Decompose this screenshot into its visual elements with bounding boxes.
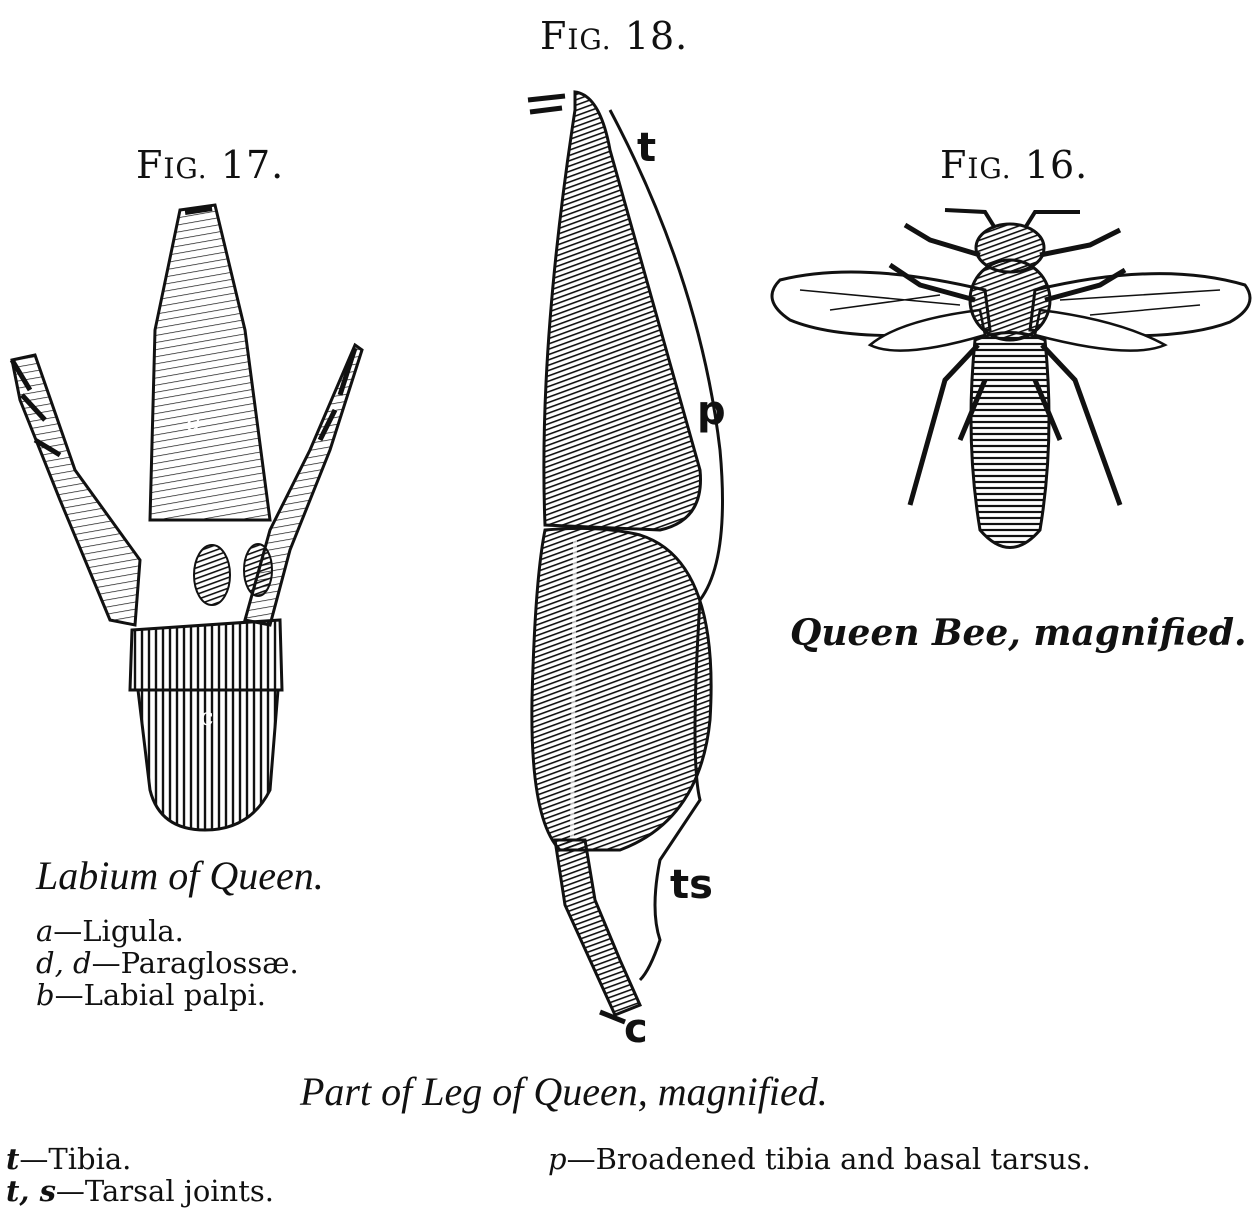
legend-text: —Ligula. <box>53 914 184 948</box>
fig17-legend-item: d, d—Paraglossæ. <box>36 947 299 979</box>
queen-bee-illustration <box>772 210 1250 548</box>
legend-key: a <box>36 914 53 948</box>
fig17-legend-item: a—Ligula. <box>36 915 299 947</box>
labium-illustration: a c <box>12 205 362 830</box>
fig17-caption: Labium of Queen. <box>36 852 324 899</box>
legend-key: d, d <box>36 946 92 980</box>
legend-key: t <box>6 1142 19 1176</box>
fig18-legend-item: t, s—Tarsal joints. <box>6 1175 274 1207</box>
fig18-legend-item: p—Broadened tibia and basal tarsus. <box>548 1143 1091 1175</box>
leg-label-p: p <box>697 388 726 434</box>
labium-label-c: c <box>200 703 213 731</box>
legend-text: —Labial palpi. <box>55 978 266 1012</box>
fig17-legend: a—Ligula. d, d—Paraglossæ. b—Labial palp… <box>36 915 299 1011</box>
fig17-legend-item: b—Labial palpi. <box>36 979 299 1011</box>
legend-text: —Paraglossæ. <box>92 946 299 980</box>
fig18-legend-left: t—Tibia. t, s—Tarsal joints. <box>6 1143 274 1207</box>
legend-text: —Tarsal joints. <box>56 1174 274 1208</box>
legend-text: —Tibia. <box>19 1142 131 1176</box>
fig18-legend-right: p—Broadened tibia and basal tarsus. <box>548 1143 1091 1175</box>
legend-text: —Broadened tibia and basal tarsus. <box>567 1142 1091 1176</box>
fig16-caption: Queen Bee, magnified. <box>790 612 1247 654</box>
legend-key: t, s <box>6 1174 56 1208</box>
leg-label-t: t <box>637 125 656 171</box>
leg-label-c: c <box>624 1006 648 1052</box>
leg-label-ts: ts <box>670 862 713 908</box>
labium-label-a: a <box>186 407 202 437</box>
legend-key: b <box>36 978 55 1012</box>
legend-key: p <box>548 1142 567 1176</box>
fig18-legend-item: t—Tibia. <box>6 1143 274 1175</box>
fig18-caption: Part of Leg of Queen, magnified. <box>300 1068 828 1115</box>
